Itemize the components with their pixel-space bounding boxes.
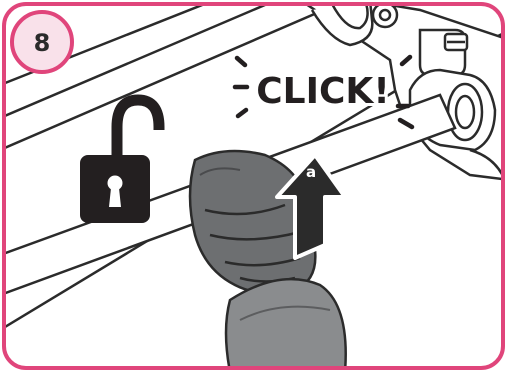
step-number: 8 bbox=[34, 29, 51, 57]
arrow-label: a bbox=[306, 163, 316, 181]
step-badge: 8 bbox=[12, 12, 72, 72]
click-callout: CLICK! bbox=[256, 71, 390, 112]
lower-holder bbox=[226, 279, 346, 372]
